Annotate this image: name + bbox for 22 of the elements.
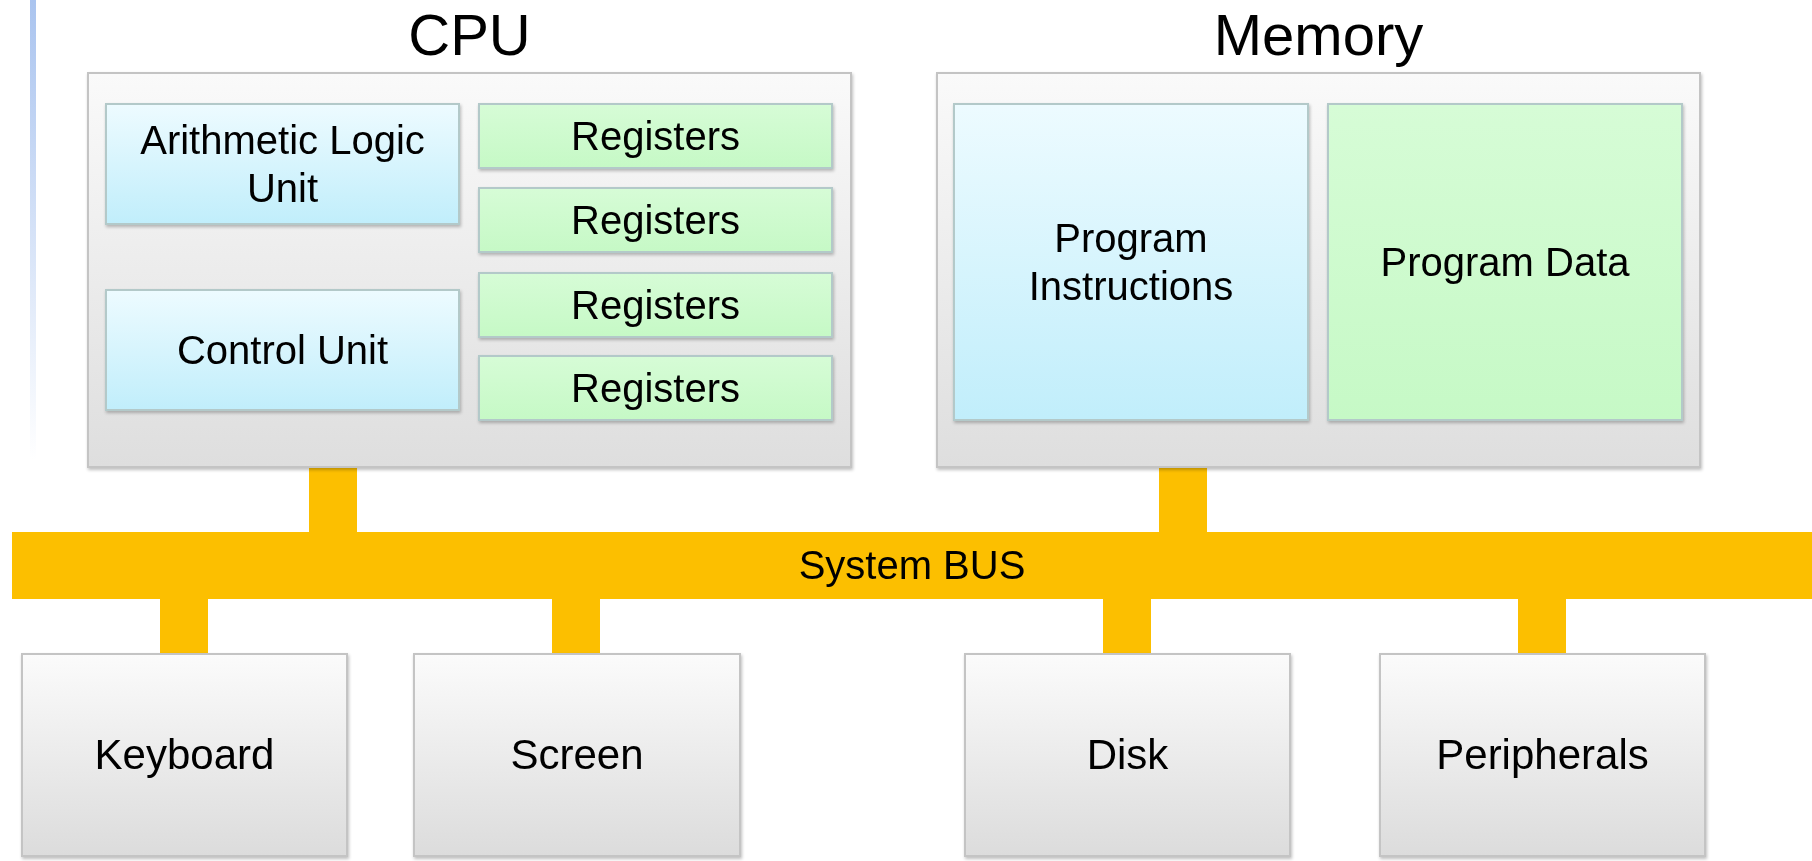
bus-connector [1103, 599, 1151, 653]
component-box: Control Unit [105, 289, 460, 411]
component-box: Registers [478, 272, 833, 338]
bus-connector [160, 599, 208, 653]
bus-bar [12, 532, 1812, 599]
component-box: Peripherals [1379, 653, 1706, 857]
component-box: Program Data [1327, 103, 1683, 421]
bus-label: System BUS [798, 543, 1026, 588]
component-box: Registers [478, 187, 833, 253]
group-title: CPU [408, 1, 531, 69]
component-box: Arithmetic Logic Unit [105, 103, 460, 225]
component-box: Keyboard [21, 653, 348, 857]
bus-connector [552, 599, 600, 653]
component-box: Disk [964, 653, 1291, 857]
bus-connector [1159, 468, 1207, 532]
bus-connector [309, 468, 357, 532]
component-box: Registers [478, 355, 833, 421]
component-box: Registers [478, 103, 833, 169]
component-box: Screen [413, 653, 741, 857]
group-title: Memory [1213, 1, 1424, 69]
component-box: Program Instructions [953, 103, 1309, 421]
bus-connector [1518, 599, 1566, 653]
